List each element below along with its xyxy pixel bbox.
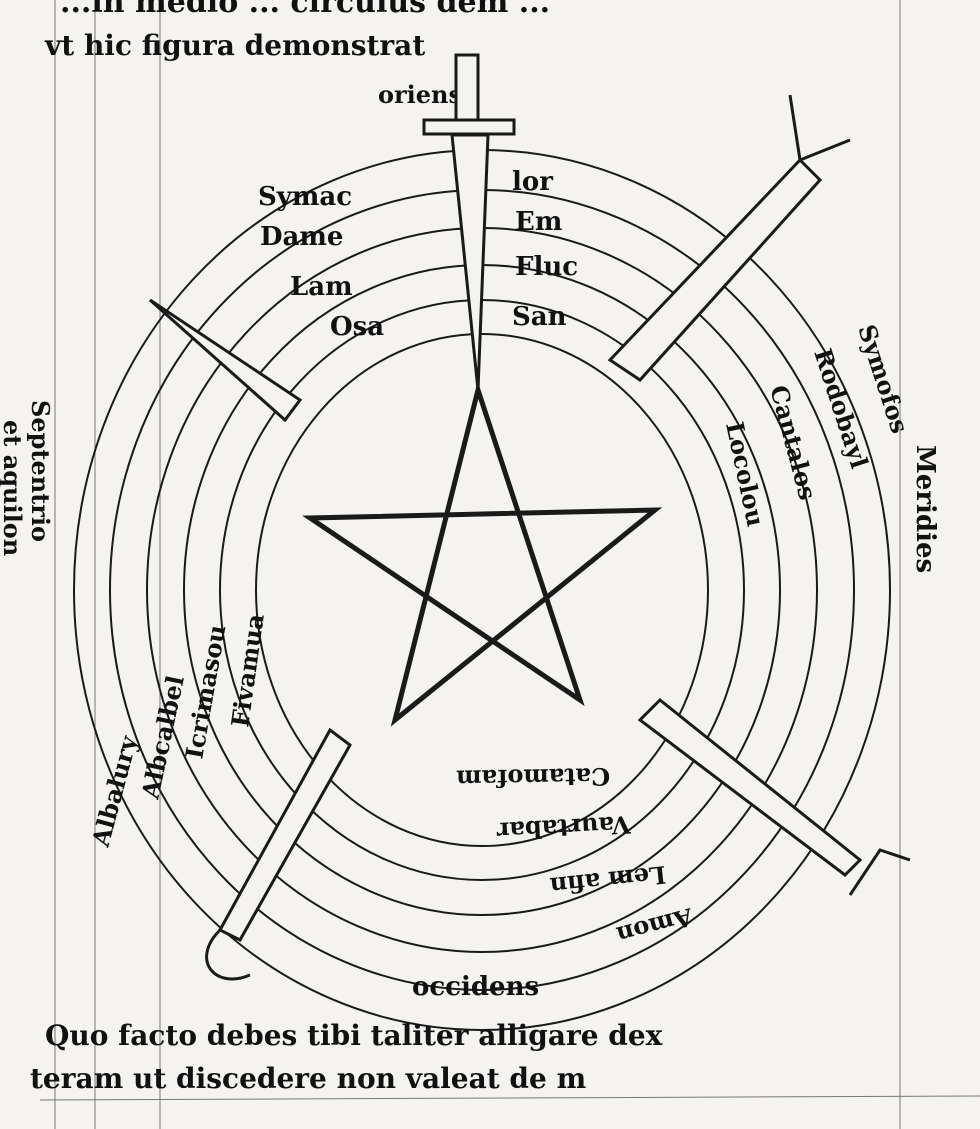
ring-names-bottom: Amon Lem afin Vaurtabar Catamofam — [456, 762, 697, 950]
ring-name: Symofos — [852, 321, 914, 437]
ring-name: Locolou — [720, 419, 770, 529]
ruling-lines — [39, 0, 980, 1129]
ring-name: Fluc — [515, 252, 578, 282]
ring-name: Fivamua — [225, 612, 270, 729]
ring-name: Em — [515, 207, 562, 237]
footer-line-1: Quo facto debes tibi taliter alligare de… — [45, 1019, 663, 1052]
pentagram — [302, 381, 663, 727]
ring-name: Symac — [258, 182, 352, 212]
ring-name: Lam — [290, 272, 353, 302]
ring-names-upper-left: Symac Dame Lam Osa — [258, 182, 384, 342]
direction-west: occidens — [412, 972, 539, 1002]
ring-name: Osa — [330, 312, 384, 342]
sword-lower-left — [205, 727, 352, 981]
sword-lower-right — [637, 697, 911, 896]
ring-name: Dame — [260, 222, 343, 252]
ring-names-upper-right: lor Em Fluc San — [512, 167, 578, 332]
ring-name: Cantalos — [764, 382, 822, 503]
sword-upper-right — [607, 94, 851, 382]
header-line-1: ...in medio ... circulus dem ... — [60, 0, 550, 20]
header-line-2: vt hic figura demonstrat — [44, 29, 425, 62]
ring-name: lor — [512, 167, 553, 197]
direction-north-2: et aquilon — [0, 420, 27, 556]
footer-line-2: teram ut discedere non valeat de m — [30, 1062, 586, 1095]
direction-east: oriens — [378, 80, 462, 109]
ring-name: San — [512, 302, 567, 332]
sword-top — [422, 53, 516, 391]
direction-south: Meridies — [910, 445, 940, 573]
ring-names-right: Symofos Rodobayl Cantalos Locolou — [720, 321, 915, 529]
ring-name: Vaurtabar — [496, 810, 632, 846]
ring-name: Catamofam — [456, 762, 610, 794]
direction-north: Septentrio — [26, 400, 55, 542]
sword-upper-left — [149, 298, 303, 423]
ring-name: Albalury — [86, 732, 144, 851]
ring-name: Lem afin — [549, 860, 668, 901]
